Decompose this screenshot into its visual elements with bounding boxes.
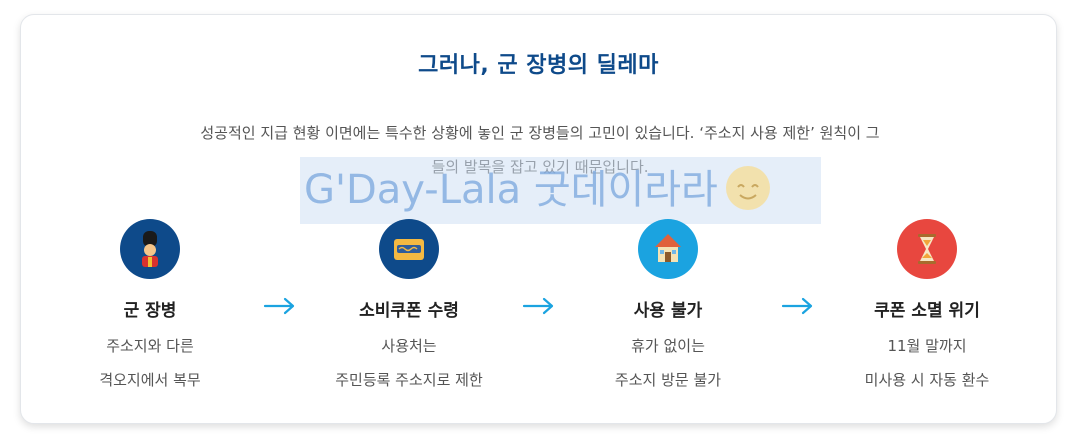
step-description-line-1: 주소지와 다른 <box>106 337 194 355</box>
step-description-line-1: 사용처는 <box>381 337 437 355</box>
arrow-right-icon <box>263 297 295 315</box>
arrow-right-icon <box>781 297 813 315</box>
step-label: 쿠폰 소멸 위기 <box>874 301 980 321</box>
smiley-icon <box>725 166 770 210</box>
step-description-line-1: 11월 말까지 <box>887 337 967 355</box>
step-coupon-expiry: 쿠폰 소멸 위기 11월 말까지 미사용 시 자동 환수 <box>817 219 1037 397</box>
step-unusable: 사용 불가 휴가 없이는 주소지 방문 불가 <box>558 219 778 397</box>
step-description: 주소지와 다른 격오지에서 복무 <box>40 329 260 397</box>
step-description-line-2: 격오지에서 복무 <box>99 371 201 389</box>
description-line-1: 성공적인 지급 현황 이면에는 특수한 상황에 놓인 군 장병들의 고민이 있습… <box>200 124 880 142</box>
step-label: 사용 불가 <box>633 301 703 321</box>
step-description-line-2: 주민등록 주소지로 제한 <box>335 371 483 389</box>
soldier-icon <box>120 219 180 279</box>
step-label: 소비쿠폰 수령 <box>359 301 459 321</box>
arrow-right-icon <box>522 297 554 315</box>
watermark-overlay: G'Day-Lala 굿데이라라 <box>300 157 821 224</box>
step-coupon-receipt: 소비쿠폰 수령 사용처는 주민등록 주소지로 제한 <box>299 219 519 397</box>
watermark-text: G'Day-Lala 굿데이라라 <box>304 167 718 213</box>
step-description-line-2: 주소지 방문 불가 <box>614 371 722 389</box>
step-description: 사용처는 주민등록 주소지로 제한 <box>299 329 519 397</box>
step-description-line-2: 미사용 시 자동 환수 <box>864 371 990 389</box>
step-description: 11월 말까지 미사용 시 자동 환수 <box>817 329 1037 397</box>
section-title: 그러나, 군 장병의 딜레마 <box>418 53 659 78</box>
credit-card-icon <box>379 219 439 279</box>
step-label: 군 장병 <box>123 301 177 321</box>
step-description: 휴가 없이는 주소지 방문 불가 <box>558 329 778 397</box>
house-icon <box>638 219 698 279</box>
hourglass-icon <box>897 219 957 279</box>
step-description-line-1: 휴가 없이는 <box>631 337 705 355</box>
step-soldier: 군 장병 주소지와 다른 격오지에서 복무 <box>40 219 260 397</box>
